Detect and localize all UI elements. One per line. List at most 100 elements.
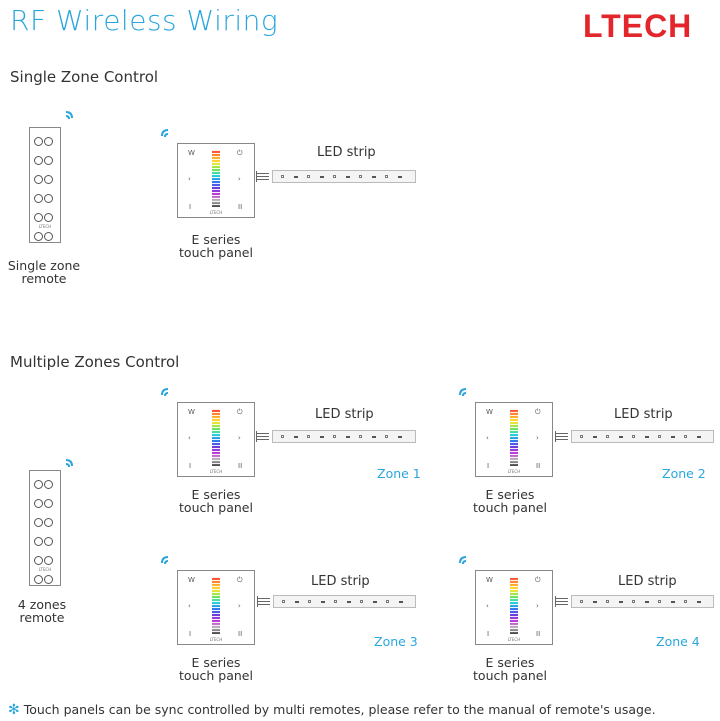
led-chip: [632, 600, 635, 603]
led-chip: [658, 435, 661, 438]
led-chip: [307, 435, 310, 438]
wireless-signal-icon: [459, 388, 467, 397]
led-chip: [307, 175, 310, 178]
led-chip: [359, 175, 362, 178]
resistor: [373, 601, 377, 603]
resistor: [619, 436, 623, 438]
remote-brand: LTECH: [38, 224, 52, 229]
resistor: [593, 436, 597, 438]
wireless-signal-icon: [65, 459, 73, 468]
led-chip: [282, 600, 285, 603]
remote-buttons: [33, 476, 57, 590]
touch-panel: W ⏻ ‹ › I II LTECH: [177, 570, 255, 645]
led-chip: [360, 600, 363, 603]
color-wheel-slider: [510, 409, 518, 466]
led-chip: [359, 435, 362, 438]
resistor: [399, 601, 403, 603]
zone-label: Zone 4: [656, 634, 700, 649]
led-strip-label: LED strip: [317, 145, 376, 160]
touch-panel: W ⏻ ‹ › I II LTECH: [177, 143, 255, 218]
wire-connector: [256, 171, 269, 182]
led-chip: [333, 435, 336, 438]
led-chip: [580, 435, 583, 438]
led-strip-label: LED strip: [315, 407, 374, 422]
led-chip: [385, 435, 388, 438]
led-chip: [606, 600, 609, 603]
led-strip-label: LED strip: [311, 574, 370, 589]
wireless-signal-icon: [161, 129, 169, 138]
resistor: [294, 176, 298, 178]
led-chip: [334, 600, 337, 603]
led-strip-label: LED strip: [618, 574, 677, 589]
remote-buttons: [33, 133, 57, 247]
resistor: [671, 601, 675, 603]
resistor: [372, 176, 376, 178]
resistor: [697, 436, 701, 438]
led-chip: [580, 600, 583, 603]
asterisk-icon: ✻: [8, 702, 20, 718]
led-chip: [308, 600, 311, 603]
touch-panel: W ⏻ ‹ › I II LTECH: [177, 402, 255, 477]
wireless-signal-icon: [161, 556, 169, 565]
zone-label: Zone 3: [374, 634, 418, 649]
touch-panel: W ⏻ ‹ › I II LTECH: [475, 402, 553, 477]
zone-label: Zone 2: [662, 466, 706, 481]
led-chip: [684, 600, 687, 603]
resistor: [321, 601, 325, 603]
footnote-text: Touch panels can be sync controlled by m…: [23, 702, 656, 717]
resistor: [320, 176, 324, 178]
touch-panel: W ⏻ ‹ › I II LTECH: [475, 570, 553, 645]
wireless-signal-icon: [459, 556, 467, 565]
resistor: [619, 601, 623, 603]
resistor: [593, 601, 597, 603]
led-chip: [684, 435, 687, 438]
color-wheel-slider: [510, 577, 518, 634]
zone-label: Zone 1: [377, 466, 421, 481]
multi-zone-title: Multiple Zones Control: [10, 353, 180, 371]
resistor: [320, 436, 324, 438]
footnote: ✻ Touch panels can be sync controlled by…: [8, 702, 656, 718]
resistor: [398, 436, 402, 438]
led-chip: [658, 600, 661, 603]
single-zone-remote: LTECH: [29, 127, 61, 243]
led-chip: [632, 435, 635, 438]
remote-brand: LTECH: [38, 567, 52, 572]
resistor: [645, 601, 649, 603]
resistor: [645, 436, 649, 438]
led-strip: [571, 595, 714, 608]
led-chip: [606, 435, 609, 438]
color-wheel-slider: [212, 409, 220, 466]
resistor: [346, 176, 350, 178]
led-chip: [333, 175, 336, 178]
led-chip: [386, 600, 389, 603]
page-title: RF Wireless Wiring: [10, 4, 279, 37]
color-wheel-slider: [212, 577, 220, 634]
led-strip: [272, 430, 416, 443]
wire-connector: [555, 431, 568, 442]
resistor: [346, 436, 350, 438]
wireless-signal-icon: [161, 388, 169, 397]
led-chip: [281, 435, 284, 438]
resistor: [294, 436, 298, 438]
resistor: [372, 436, 376, 438]
wire-connector: [555, 596, 568, 607]
wireless-signal-icon: [65, 111, 73, 120]
led-strip: [273, 595, 416, 608]
led-strip-label: LED strip: [614, 407, 673, 422]
resistor: [347, 601, 351, 603]
wire-connector: [257, 596, 270, 607]
single-zone-title: Single Zone Control: [10, 68, 159, 86]
led-strip: [272, 170, 416, 183]
color-wheel-slider: [212, 150, 220, 207]
resistor: [671, 436, 675, 438]
